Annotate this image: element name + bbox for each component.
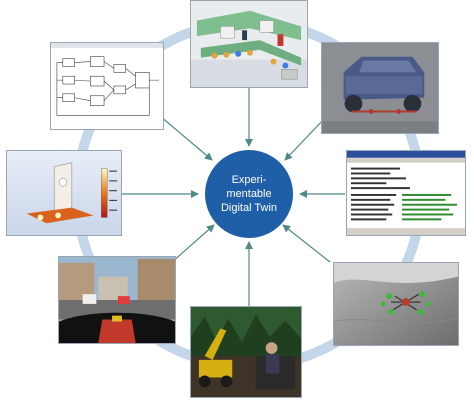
block-diagram-model-image	[50, 42, 164, 130]
arrow-from-vehicle	[284, 117, 326, 161]
arrow-from-driving	[171, 224, 215, 263]
planetary-rover-terrain-image	[333, 262, 459, 346]
forestry-machine-vr-image	[190, 306, 302, 398]
driving-simulator-image	[58, 256, 176, 344]
fem-thermal-analysis-image	[6, 150, 122, 236]
arrow-from-rover	[282, 224, 331, 263]
center-node	[205, 150, 293, 238]
arrows	[122, 88, 345, 306]
factory-simulation-image	[190, 0, 308, 88]
arrow-from-block-diagram	[159, 115, 213, 161]
vehicle-3d-model-image	[321, 42, 439, 134]
source-code-listing-image	[346, 150, 466, 236]
